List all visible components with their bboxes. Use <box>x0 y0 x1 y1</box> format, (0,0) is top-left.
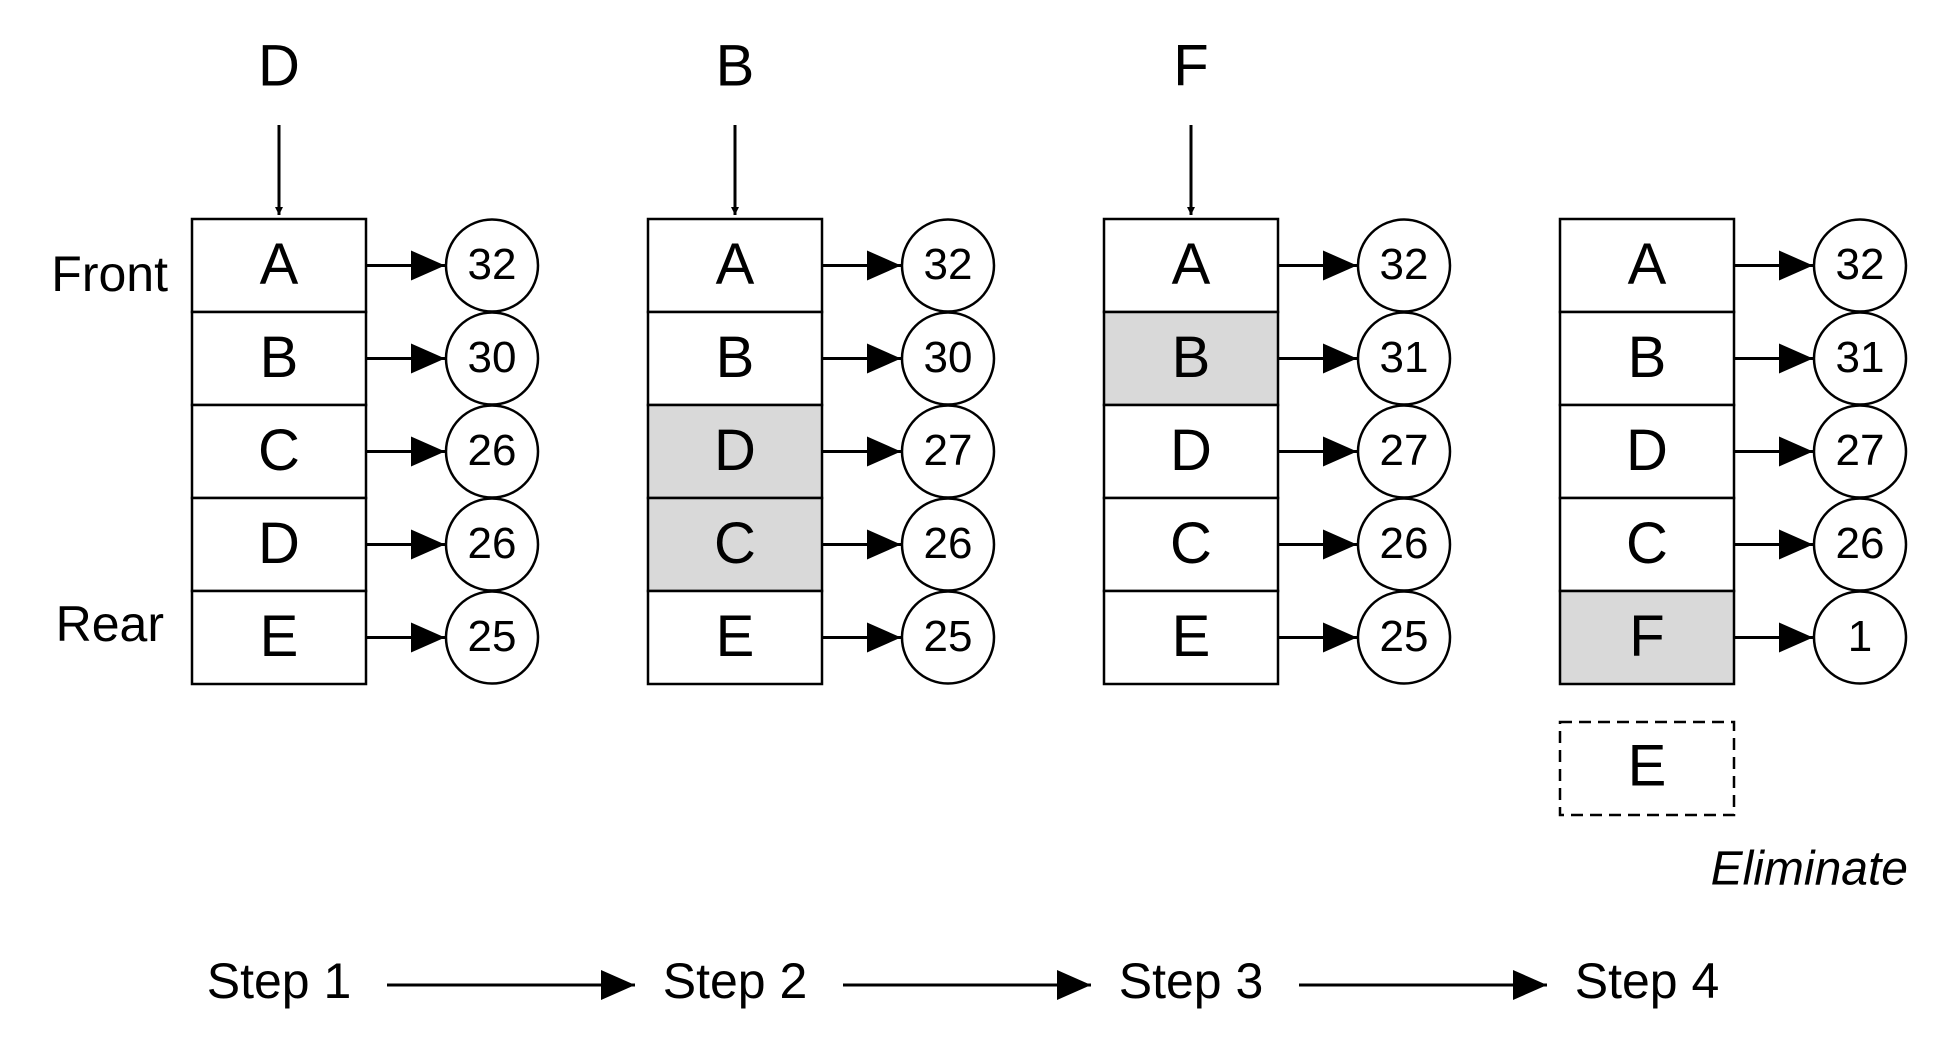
rear-label: Rear <box>56 596 164 652</box>
queue-cell: B 30 <box>646 310 996 407</box>
cell-letter: B <box>260 325 299 390</box>
incoming-item-label: D <box>258 33 300 98</box>
queue-cell: D 27 <box>646 403 996 500</box>
cell-letter: D <box>258 511 300 576</box>
counter-value: 32 <box>1836 240 1885 289</box>
counter-value: 26 <box>1836 519 1885 568</box>
cell-letter: C <box>1626 511 1668 576</box>
cell-box <box>646 217 824 314</box>
highlighted-cell-box <box>1558 589 1736 686</box>
step-label-4: Step 4 <box>1575 953 1720 1009</box>
cell-box <box>1102 403 1280 500</box>
queue-cell: A 32 <box>190 217 540 314</box>
queue-cell: C 26 <box>1102 496 1452 593</box>
step-sequence: Step 1 Step 2 Step 3 Step 4 <box>207 953 1720 1009</box>
counter-circle <box>1812 590 1908 685</box>
step-label-1: Step 1 <box>207 953 352 1009</box>
queue-cell: A 32 <box>646 217 996 314</box>
counter-value: 27 <box>1836 426 1885 475</box>
queue-cell: D 27 <box>1558 403 1908 500</box>
cell-letter: A <box>716 232 755 297</box>
counter-value: 25 <box>1380 612 1429 661</box>
incoming-item-label: B <box>716 33 755 98</box>
cell-letter: B <box>716 325 755 390</box>
cell-letter: D <box>714 418 756 483</box>
cell-letter: B <box>1628 325 1667 390</box>
cell-box <box>1558 403 1736 500</box>
queue-cell: D 26 <box>190 496 540 593</box>
counter-value: 1 <box>1848 612 1872 661</box>
counter-value: 31 <box>1836 333 1885 382</box>
counter-value: 30 <box>924 333 973 382</box>
queue-cell: A 32 <box>1102 217 1452 314</box>
step-label-2: Step 2 <box>663 953 808 1009</box>
counter-value: 31 <box>1380 333 1429 382</box>
eliminated-cell-box <box>1558 720 1736 817</box>
counter-circle <box>900 590 996 685</box>
queue-cell: E 25 <box>1102 589 1452 686</box>
cell-box <box>646 589 824 686</box>
cell-letter: C <box>1170 511 1212 576</box>
cell-letter: A <box>260 232 299 297</box>
cell-letter: E <box>716 604 755 669</box>
cell-letter: F <box>1629 604 1664 669</box>
queue-cell: B 31 <box>1102 310 1452 407</box>
counter-value: 32 <box>468 240 517 289</box>
cell-letter: E <box>260 604 299 669</box>
cell-letter: D <box>1626 418 1668 483</box>
counter-value: 32 <box>1380 240 1429 289</box>
counter-value: 30 <box>468 333 517 382</box>
counter-value: 26 <box>468 519 517 568</box>
highlighted-cell-box <box>646 496 824 593</box>
counter-circle <box>1356 590 1452 685</box>
eliminate-label: Eliminate <box>1711 843 1908 896</box>
counter-value: 32 <box>924 240 973 289</box>
queue-cell: E 25 <box>646 589 996 686</box>
front-label: Front <box>51 246 168 302</box>
queue-cell: D 27 <box>1102 403 1452 500</box>
queue-cell: C 26 <box>646 496 996 593</box>
cell-box <box>1102 496 1280 593</box>
queue-cell: C 26 <box>190 403 540 500</box>
highlighted-cell-box <box>646 403 824 500</box>
queue-column-3: F A 32B 31D 27C 26E 25 <box>1102 33 1452 686</box>
cell-letter: C <box>258 418 300 483</box>
counter-value: 25 <box>468 612 517 661</box>
queue-cell: E 25 <box>190 589 540 686</box>
counter-value: 27 <box>924 426 973 475</box>
incoming-item-label: F <box>1173 33 1208 98</box>
counter-value: 26 <box>924 519 973 568</box>
queue-cell: C 26 <box>1558 496 1908 593</box>
queue-cell: A 32 <box>1558 217 1908 314</box>
cell-letter: A <box>1628 232 1667 297</box>
cell-letter: D <box>1170 418 1212 483</box>
counter-value: 26 <box>468 426 517 475</box>
cell-box <box>1102 217 1280 314</box>
counter-value: 26 <box>1380 519 1429 568</box>
eliminated-letter: E <box>1628 733 1667 798</box>
queue-cell: B 30 <box>190 310 540 407</box>
cell-letter: B <box>1172 325 1211 390</box>
counter-circle <box>444 590 540 685</box>
cell-letter: A <box>1172 232 1211 297</box>
cell-letter: E <box>1172 604 1211 669</box>
step-label-3: Step 3 <box>1119 953 1264 1009</box>
counter-value: 27 <box>1380 426 1429 475</box>
cell-letter: C <box>714 511 756 576</box>
queue-cell: B 31 <box>1558 310 1908 407</box>
counter-value: 25 <box>924 612 973 661</box>
